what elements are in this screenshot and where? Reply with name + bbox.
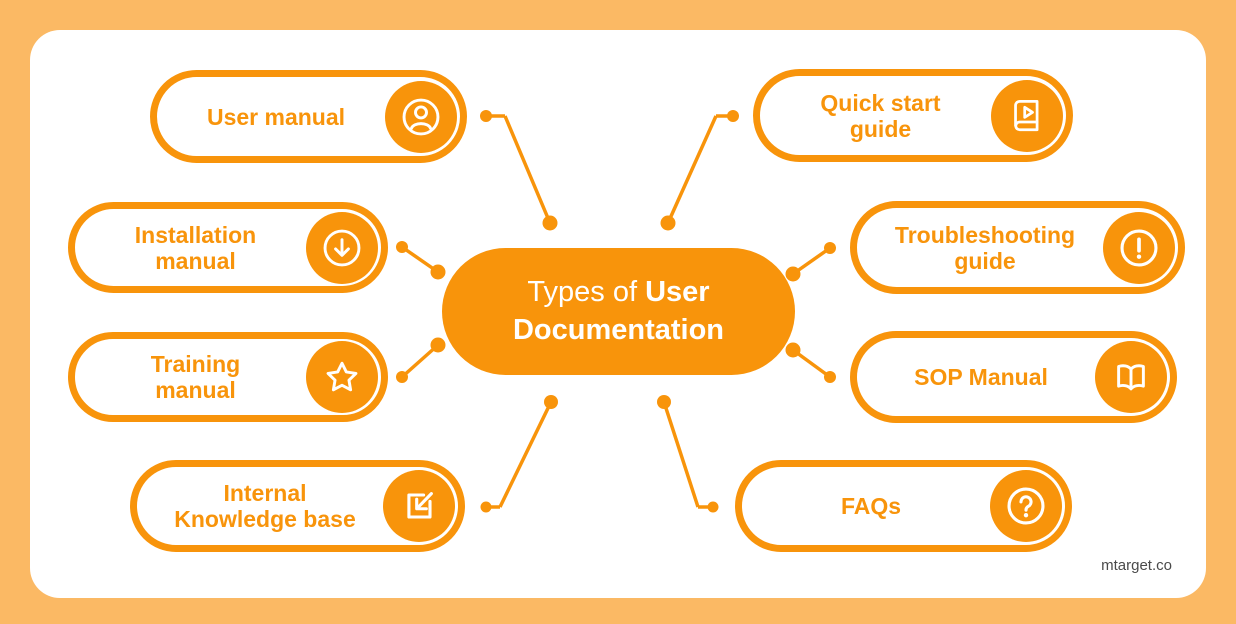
exclamation-icon: [1103, 211, 1175, 284]
node-internal-knowledge-base: Internal Knowledge base: [130, 460, 465, 552]
node-label: FAQs: [752, 493, 990, 519]
node-label: SOP Manual: [867, 364, 1095, 390]
node-installation-manual: Installation manual: [68, 202, 388, 293]
user-icon: [385, 80, 457, 153]
center-line1-regular: Types of: [527, 276, 638, 309]
open-book-icon: [1095, 341, 1167, 413]
node-label-text: SOP Manual: [914, 364, 1048, 390]
watermark: mtarget.co: [1101, 557, 1172, 574]
node-training-manual: Training manual: [68, 332, 388, 422]
node-label: Troubleshooting guide: [867, 222, 1103, 274]
star-icon: [306, 341, 378, 413]
node-troubleshooting-guide: Troubleshooting guide: [850, 201, 1185, 294]
node-label: Installation manual: [85, 222, 306, 274]
center-node: Types of User Documentation: [442, 248, 795, 375]
node-quick-start-guide: Quick start guide: [753, 69, 1073, 162]
node-label: Internal Knowledge base: [147, 480, 383, 532]
node-label: Quick start guide: [770, 90, 991, 142]
node-label-text: Training manual: [150, 351, 241, 403]
node-label-text: FAQs: [840, 493, 902, 519]
download-icon: [306, 211, 378, 284]
node-user-manual: User manual: [150, 70, 467, 163]
node-faqs: FAQs: [735, 460, 1072, 552]
node-label-text: Quick start guide: [820, 89, 941, 142]
book-play-icon: [991, 79, 1063, 152]
node-label-text: User manual: [206, 103, 346, 130]
center-node-line2: Documentation: [512, 313, 725, 346]
center-node-line1: Types of User: [527, 274, 709, 311]
node-label: User manual: [167, 104, 385, 130]
node-label-text: Internal Knowledge base: [174, 480, 356, 532]
node-label-text: Troubleshooting guide: [894, 221, 1076, 274]
node-label: Training manual: [85, 351, 306, 403]
node-sop-manual: SOP Manual: [850, 331, 1177, 423]
question-icon: [990, 470, 1062, 542]
import-edit-icon: [383, 470, 455, 542]
center-line1-bold: User: [645, 276, 710, 309]
node-label-text: Installation manual: [134, 221, 257, 274]
